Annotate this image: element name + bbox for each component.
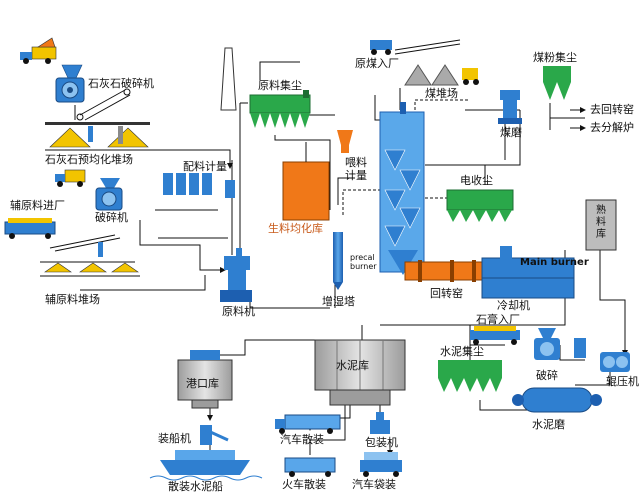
cement-dust-collector <box>438 360 502 392</box>
roller-press <box>600 352 630 372</box>
label-ship-loader: 装船机 <box>158 432 191 445</box>
limestone-hopper <box>61 64 83 79</box>
truck-bagged <box>360 452 402 477</box>
label-to-calciner: 去分解炉 <box>590 121 634 134</box>
label-main-burner: Main burner <box>520 257 589 268</box>
raw-coal-train <box>370 39 461 55</box>
label-clinker-silo-3: 库 <box>596 229 606 240</box>
label-rotary-kiln: 回转窑 <box>430 287 463 300</box>
chimney <box>220 47 237 111</box>
label-crusher: 破碎机 <box>95 211 128 224</box>
label-feed-metering-1: 喂料 <box>345 156 367 169</box>
rotary-kiln <box>404 260 488 282</box>
limestone-truck <box>20 37 57 64</box>
batching-bins <box>155 173 235 239</box>
label-clinker-silo-2: 料 <box>596 217 606 228</box>
aux-truck <box>55 169 86 187</box>
label-crushing: 破碎 <box>536 369 558 382</box>
label-truck-bagged: 汽车袋装 <box>352 478 396 491</box>
label-cooler: 冷却机 <box>497 299 530 312</box>
label-roller-press: 辊压机 <box>606 375 639 388</box>
label-gypsum-entry: 石膏入厂 <box>476 313 520 326</box>
label-bulk-cement-ship: 散装水泥船 <box>168 480 223 493</box>
aux-train <box>4 218 56 239</box>
limestone-prehomogenization-yard <box>45 122 152 151</box>
label-port-silo: 港口库 <box>186 377 219 390</box>
label-raw-material-dust-collector: 原料集尘 <box>258 79 302 92</box>
raw-material-dust-collector <box>249 90 311 128</box>
label-truck-bulk: 汽车散装 <box>280 433 324 446</box>
label-raw-mill: 原料机 <box>222 305 255 318</box>
label-limestone-prehomogenization-yard: 石灰石预均化堆场 <box>45 153 133 166</box>
label-packer: 包装机 <box>365 436 398 449</box>
label-conditioning-tower: 增湿塔 <box>322 295 355 308</box>
label-aux-material-entry: 辅原料进厂 <box>10 199 65 212</box>
label-limestone-crusher: 石灰石破碎机 <box>88 77 154 90</box>
limestone-crusher <box>55 77 85 103</box>
train-bulk <box>284 457 336 477</box>
label-coal-mill: 煤磨 <box>500 126 522 139</box>
gypsum-train <box>470 326 520 345</box>
preheater-tower <box>379 102 425 275</box>
coal-dust-collector <box>543 66 571 100</box>
label-raw-coal-entry: 原煤入厂 <box>355 57 399 70</box>
coal-yard <box>404 64 479 86</box>
label-esp: 电收尘 <box>460 174 493 187</box>
coal-mill <box>498 90 522 124</box>
label-precal-burner-1: precal <box>350 253 375 262</box>
conditioning-tower <box>333 232 343 290</box>
limestone-conveyor <box>76 88 131 121</box>
cement-silo <box>314 339 406 406</box>
label-homogenization-silo: 生料均化库 <box>268 222 323 235</box>
clinker-silo <box>585 199 617 251</box>
bulk-cement-ship <box>149 450 263 481</box>
truck-bulk <box>275 414 341 434</box>
label-aux-material-yard: 辅原料堆场 <box>45 293 100 306</box>
packer <box>370 412 390 434</box>
raw-mill <box>220 248 252 302</box>
label-feed-metering-2: 计量 <box>345 169 367 182</box>
aux-conveyors <box>40 234 135 263</box>
aux-crusher <box>95 178 123 211</box>
homogenization-silo <box>282 142 330 221</box>
label-to-rotary-kiln: 去回转窑 <box>590 103 634 116</box>
label-cement-mill: 水泥磨 <box>532 418 565 431</box>
label-coal-dust-collector: 煤粉集尘 <box>533 51 577 64</box>
label-batching-metering: 配料计量 <box>183 160 227 173</box>
ship-loader <box>200 425 229 445</box>
feed-metering-hopper <box>337 130 353 153</box>
esp <box>446 189 514 222</box>
aux-material-yard <box>40 262 140 277</box>
port-silo <box>177 350 233 409</box>
gypsum-bin <box>574 338 586 358</box>
cooler <box>481 246 575 299</box>
label-coal-yard: 煤堆场 <box>425 87 458 100</box>
label-cement-dust-collector: 水泥集尘 <box>440 345 484 358</box>
label-cement-silo: 水泥库 <box>336 359 369 372</box>
label-clinker-silo-1: 熟 <box>596 205 606 216</box>
label-train-bulk: 火车散装 <box>282 478 326 491</box>
cement-mill <box>512 387 602 413</box>
label-precal-burner-2: burner <box>350 262 377 271</box>
gypsum-crusher <box>534 328 560 360</box>
